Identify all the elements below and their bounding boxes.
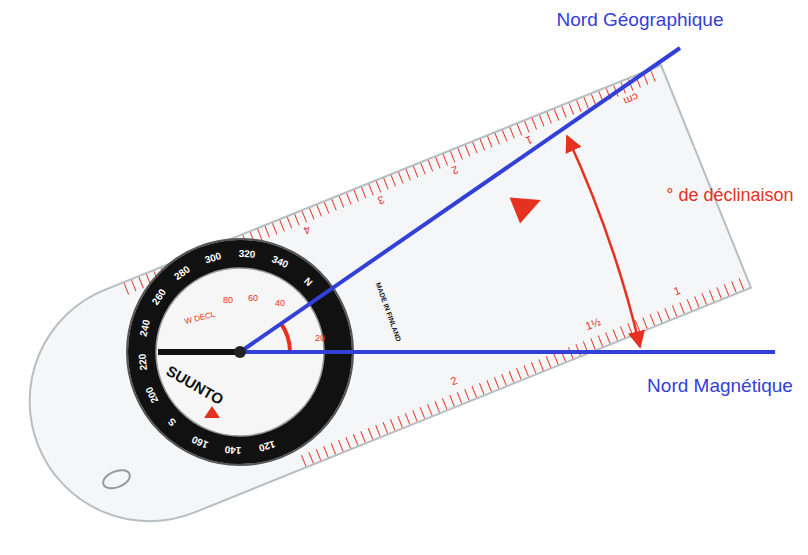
bezel-number: 220 <box>136 353 149 371</box>
ruler-number: 2 <box>449 374 459 388</box>
brand-name: SUUNTO <box>163 362 226 408</box>
bezel-number: S <box>166 416 179 429</box>
axis-label: Nord Géographique <box>557 9 724 31</box>
origin-mark: MADE IN FINLAND <box>374 281 403 342</box>
ruler-number: 4 <box>302 223 312 237</box>
declination-number: 80 <box>223 295 233 305</box>
declination-arrow <box>567 136 640 347</box>
scale-caption: W DECL <box>184 310 216 327</box>
bezel-number: 120 <box>257 438 276 454</box>
bezel-number: 240 <box>137 319 152 338</box>
ruler-ticks <box>126 73 659 288</box>
ruler-number: cm <box>622 90 640 107</box>
bezel-number: 280 <box>172 263 192 282</box>
declination-number: 40 <box>275 298 285 308</box>
declination-number: 60 <box>248 293 258 303</box>
bezel-number: 200 <box>143 385 161 405</box>
pivot <box>234 346 246 358</box>
declination-arc <box>281 324 290 353</box>
bezel-number: N <box>301 275 314 288</box>
bezel-number: 300 <box>203 250 222 266</box>
magnetic-north-line <box>240 350 775 354</box>
bezel-number: 340 <box>270 254 290 271</box>
angle-label: ° de déclinaison <box>666 185 793 206</box>
ruler-number: 1 <box>671 284 681 298</box>
declination-number: 20 <box>315 333 325 343</box>
needle-south <box>158 349 236 355</box>
bezel-number: 140 <box>224 443 241 456</box>
true-north-line <box>240 48 680 352</box>
base-plate <box>0 65 751 555</box>
ruler-number: 1½ <box>584 316 603 333</box>
bezel-number: 160 <box>190 433 210 450</box>
bezel-number: 320 <box>238 248 255 261</box>
travel-arrow <box>510 187 546 223</box>
lanyard-hole <box>101 467 133 492</box>
bezel-number: 260 <box>149 287 168 307</box>
ruler-ticks <box>303 283 743 461</box>
ruler-number: 3 <box>376 193 386 207</box>
ruler-number: 1 <box>524 133 534 147</box>
ruler-number: 2 <box>450 163 460 177</box>
axis-label: Nord Magnétique <box>647 375 793 397</box>
